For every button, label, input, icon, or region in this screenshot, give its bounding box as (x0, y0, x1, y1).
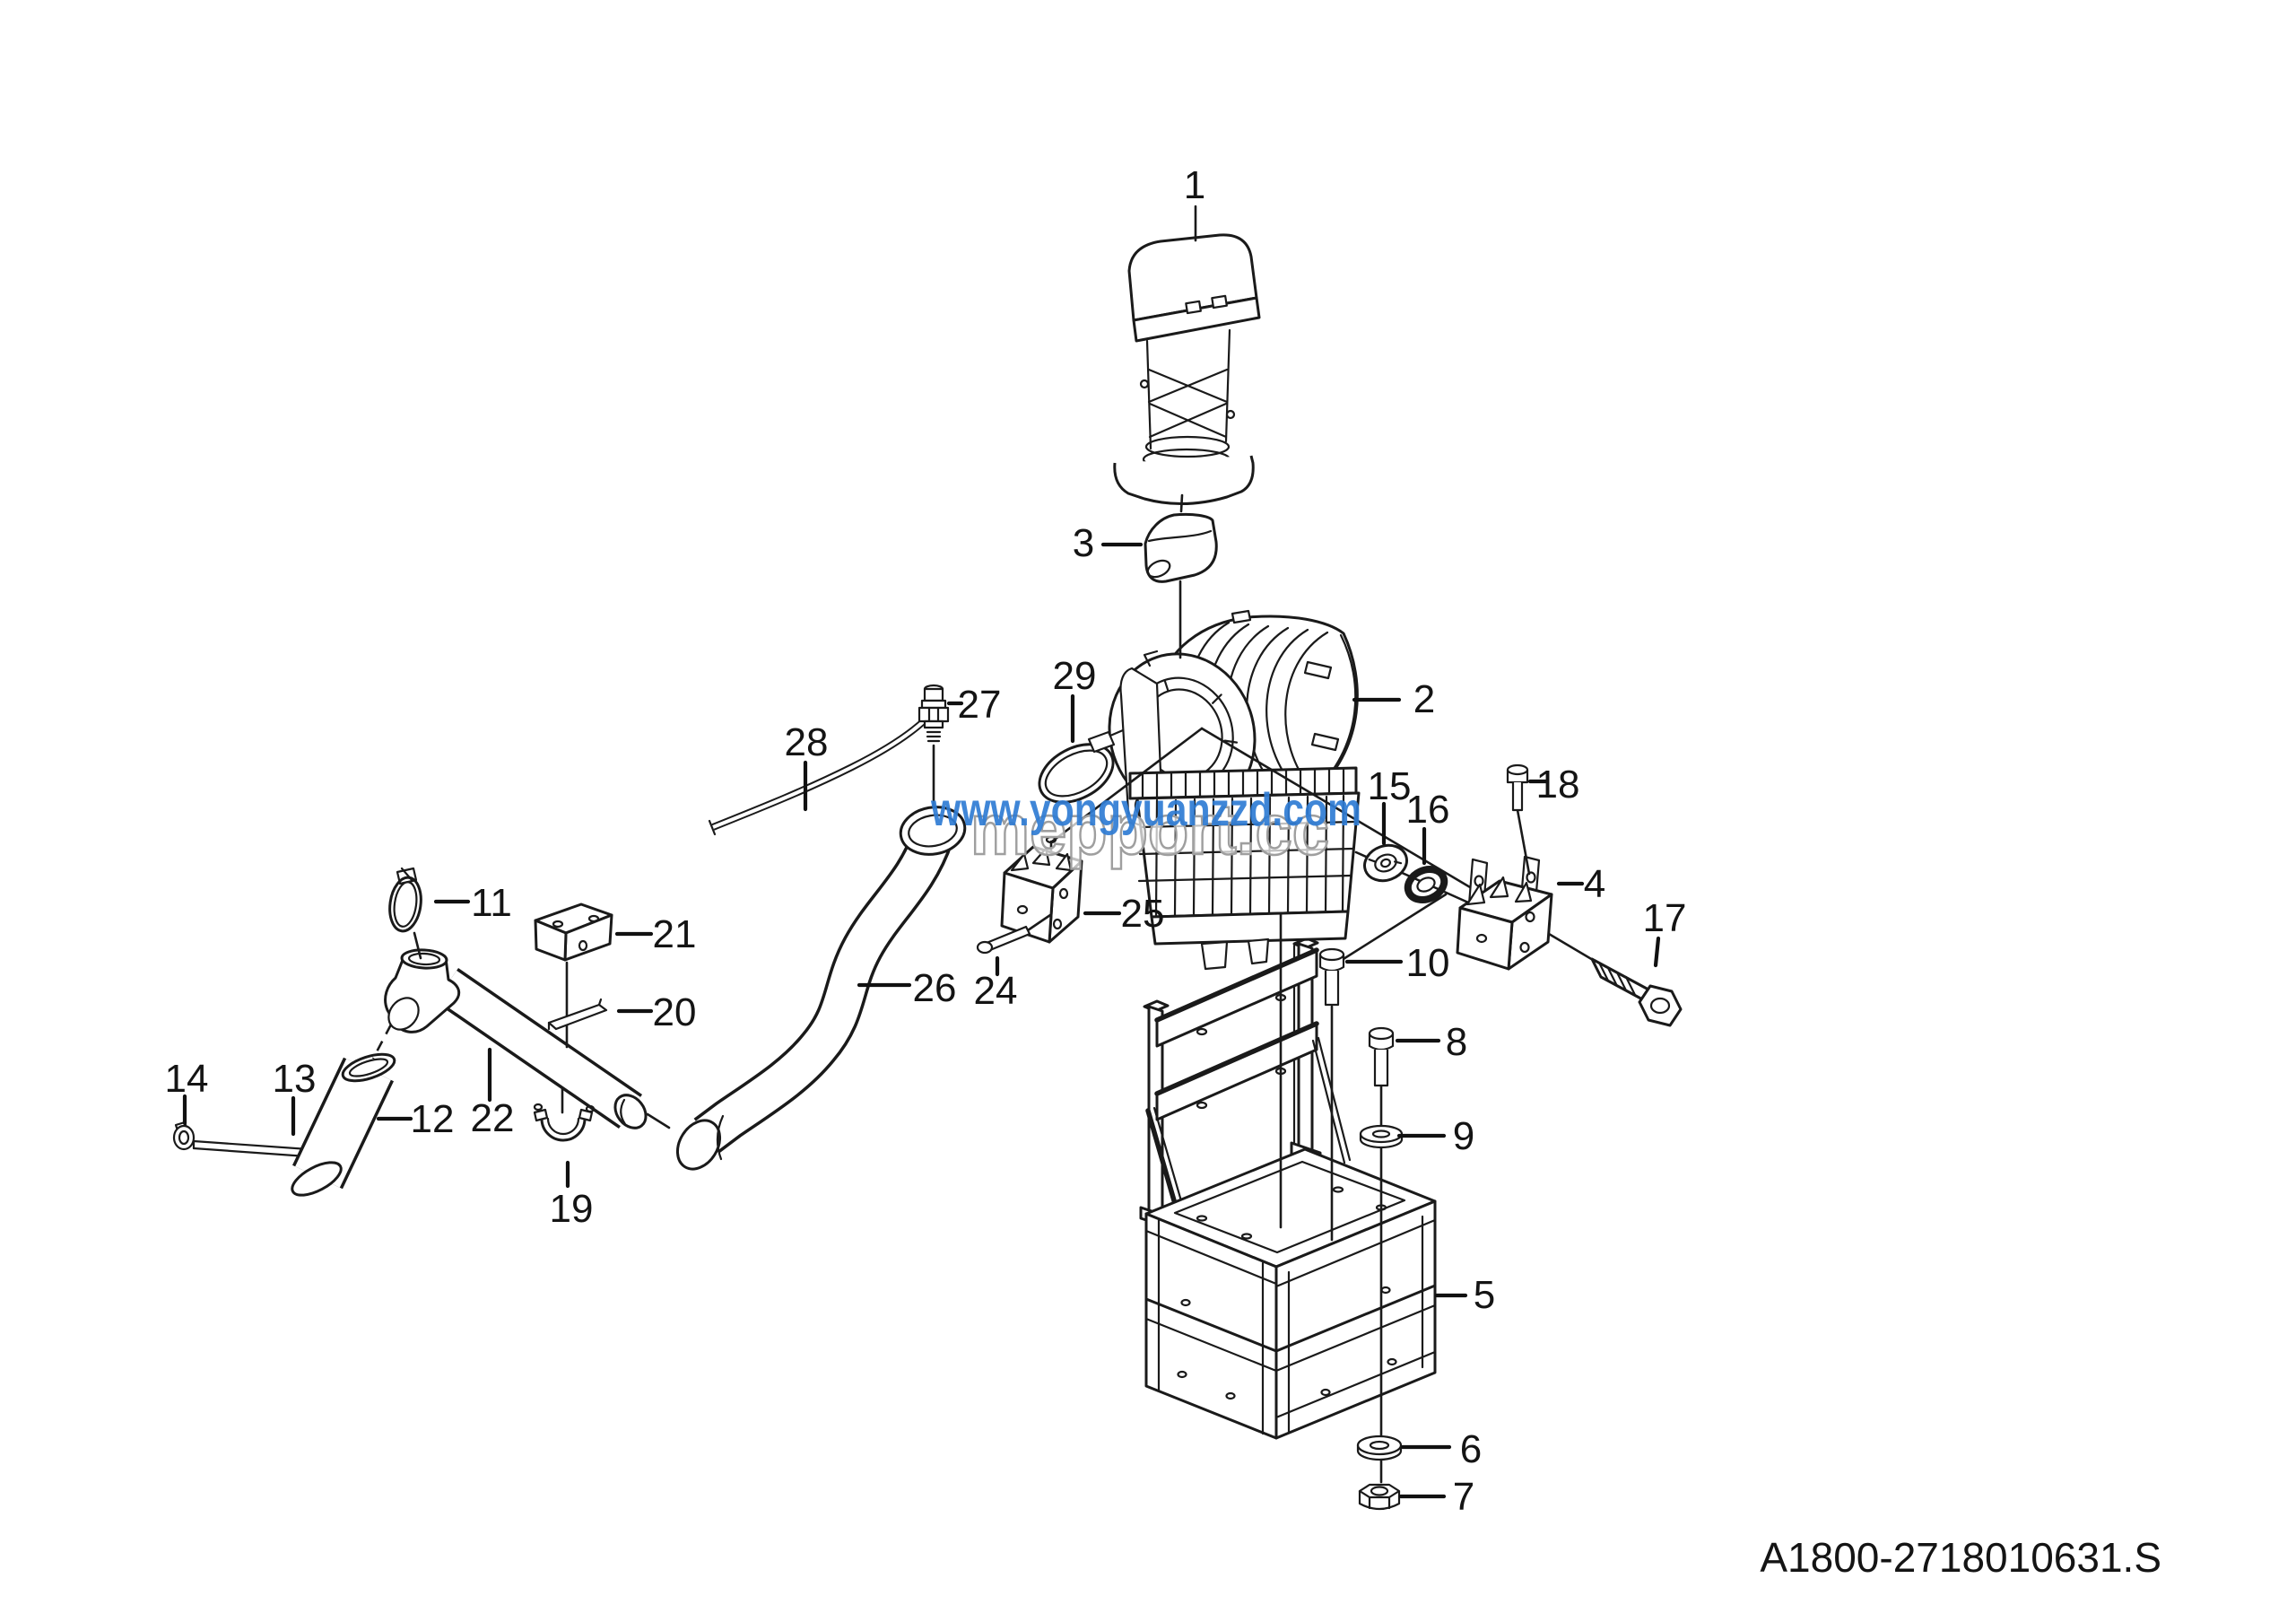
callout-16: 16 (1406, 788, 1450, 832)
callout-17: 17 (1643, 896, 1687, 940)
callout-10: 10 (1406, 941, 1450, 985)
callout-25: 25 (1121, 892, 1165, 936)
part-9-washer (1359, 1124, 1404, 1149)
part-28-breather-tube (708, 717, 928, 836)
callout-4: 4 (1584, 862, 1605, 906)
callout-20: 20 (653, 990, 697, 1034)
callout-18: 18 (1536, 763, 1580, 807)
part-19-u-clamp (533, 1086, 596, 1142)
part-17-hex-bolt (1590, 957, 1683, 1027)
part-21-support-bracket (534, 903, 613, 1049)
part-1-precleaner-cap (1113, 233, 1261, 505)
part-22-intake-tube-elbow (371, 948, 648, 1129)
drawing-part-code: A1800-2718010631.S (1760, 1534, 2161, 1581)
part-14-small-clamp (172, 1121, 196, 1151)
part-26-intake-hose (646, 806, 967, 1171)
watermark-overlay-text: www.yongyuanzzd.com (930, 784, 1361, 836)
part-18-bolt (1506, 763, 1531, 876)
part-25-housing-bracket (1000, 727, 1204, 944)
callout-3: 3 (1073, 521, 1094, 565)
callout-5: 5 (1474, 1273, 1495, 1317)
callout-8: 8 (1446, 1020, 1467, 1064)
part-8-bolt (1368, 1026, 1395, 1087)
callout-24: 24 (974, 969, 1018, 1013)
callout-1: 1 (1184, 163, 1205, 207)
part-15-flange-washer (1363, 843, 1408, 883)
watermark-ghost-text: mepport.cc (970, 789, 1329, 869)
callout-leader-lines (182, 542, 1661, 1499)
callout-21: 21 (653, 912, 697, 956)
callout-2: 2 (1413, 677, 1435, 721)
part-29-band-clamp (1038, 728, 1125, 804)
part-13-breather-rod (192, 1139, 310, 1158)
callout-12: 12 (411, 1097, 455, 1141)
callout-13: 13 (273, 1057, 317, 1101)
part-20-clamp-bar (547, 998, 608, 1031)
callout-27: 27 (958, 683, 1002, 727)
part-10-bolt (1318, 947, 1345, 1007)
callout-9: 9 (1453, 1114, 1474, 1158)
callout-26: 26 (913, 966, 957, 1010)
callout-29: 29 (1053, 654, 1097, 698)
part-5-support-stand (1139, 937, 1437, 1440)
part-24-bolt (976, 913, 1052, 955)
part-16-rubber-grommet (1404, 865, 1448, 904)
part-7-hex-nut (1358, 1483, 1401, 1511)
part-27-dust-sensor (918, 684, 950, 809)
part-6-washer (1356, 1435, 1403, 1461)
callout-6: 6 (1460, 1427, 1482, 1471)
part-3-rubber-boot (1144, 205, 1218, 659)
part-11-hose-clamp (388, 867, 422, 960)
callout-11: 11 (471, 881, 512, 925)
callout-7: 7 (1453, 1475, 1474, 1519)
part-12-intake-pipe (291, 1052, 396, 1197)
callout-19: 19 (550, 1187, 594, 1231)
callout-labels: 1 2 3 4 5 6 7 8 9 10 11 12 13 14 15 16 1… (165, 163, 1687, 1519)
part-2-air-filter-housing (1108, 609, 1361, 971)
callout-15: 15 (1368, 764, 1412, 808)
part-4-mounting-bracket (1456, 855, 1553, 971)
callout-28: 28 (785, 720, 829, 764)
callout-14: 14 (165, 1057, 209, 1101)
callout-22: 22 (471, 1096, 515, 1140)
